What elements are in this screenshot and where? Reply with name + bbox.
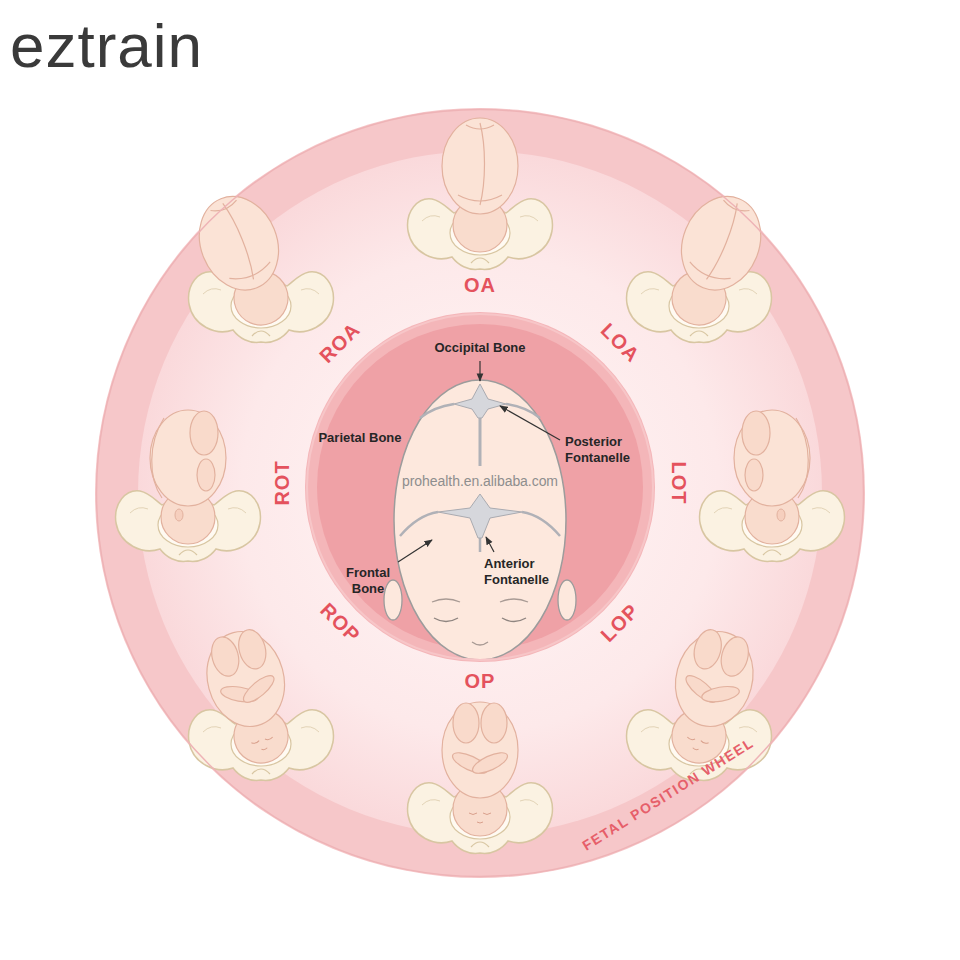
fetus-oa — [442, 118, 518, 252]
bone-label: Frontal Bone — [340, 565, 396, 597]
bone-label: Parietal Bone — [318, 430, 401, 446]
position-label: LOT — [666, 462, 691, 505]
fetus-roa — [186, 185, 307, 338]
leader-lines — [486, 537, 494, 552]
fetus-rot — [150, 410, 226, 544]
position-label: ROT — [270, 460, 295, 505]
skull-drawing — [400, 512, 438, 536]
brand-logo: eztrain — [10, 10, 203, 82]
skull-drawing — [438, 494, 522, 538]
leader-lines — [398, 361, 560, 562]
watermark: prohealth.en.alibaba.com — [402, 472, 558, 490]
fetus-lop — [627, 623, 772, 781]
bone-label: Occipital Bone — [434, 340, 525, 356]
position-label: ROA — [314, 317, 365, 368]
fetus-lot — [734, 410, 810, 544]
fetus-rop — [189, 623, 334, 781]
skull-drawing — [558, 580, 576, 620]
skull-drawing — [384, 580, 402, 620]
fetus-figures — [116, 118, 845, 853]
skull-drawing — [454, 384, 506, 418]
skull-drawing — [384, 380, 576, 660]
skull-drawing — [394, 380, 566, 660]
node-outline — [97, 110, 864, 877]
skull-drawing — [506, 404, 540, 418]
skull-drawing — [522, 512, 560, 536]
skull-drawing — [432, 599, 528, 602]
position-label: LOP — [596, 599, 645, 648]
skull-drawing — [472, 642, 488, 645]
wheel-title: FETAL POSITION WHEEL — [579, 734, 757, 855]
skull-drawing — [479, 418, 482, 466]
leader-lines — [500, 406, 560, 440]
fontanelle-label: Anterior Fontanelle — [484, 556, 562, 588]
node-outline — [307, 314, 653, 660]
fetus-loa — [627, 185, 775, 343]
leader-lines — [398, 540, 432, 562]
node-outline — [95, 108, 865, 878]
fetus-lot — [700, 410, 845, 561]
skull-disc-rim — [305, 312, 655, 662]
position-label: LOA — [595, 318, 645, 368]
position-label: OP — [465, 669, 496, 694]
fetus-op — [442, 702, 518, 836]
position-label: OA — [464, 273, 496, 298]
fetus-roa — [186, 185, 334, 343]
fetus-rot — [116, 410, 261, 561]
fetus-oa — [408, 118, 553, 269]
fetus-rop — [197, 623, 305, 772]
skull-drawing — [434, 618, 526, 622]
wheel-ring — [95, 108, 865, 878]
position-wheel: Occipital BoneParietal Bone Posterior Fon… — [95, 108, 865, 878]
fetus-loa — [654, 185, 775, 338]
fetus-op — [408, 702, 553, 853]
skull-drawing — [420, 404, 454, 418]
fontanelle-label: Posterior Fontanelle — [565, 434, 647, 466]
leader-lines — [479, 361, 480, 381]
position-label: ROP — [315, 598, 365, 648]
